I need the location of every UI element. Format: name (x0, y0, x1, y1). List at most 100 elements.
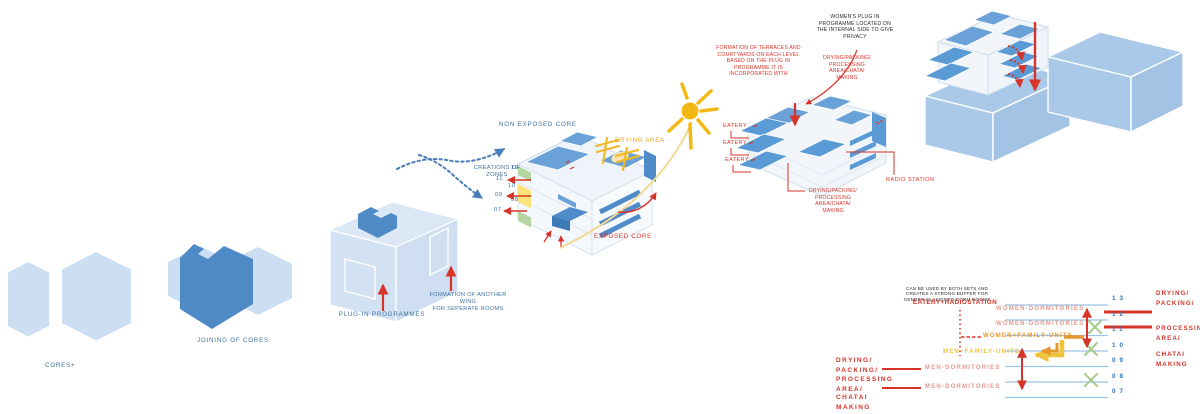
eatery-bracket-2 (730, 148, 749, 156)
eatery-bracket-3 (732, 165, 751, 173)
final-dashed-arrow-1 (1007, 45, 1026, 62)
right-note-chatai-making: CHATAI MAKING (1156, 351, 1188, 368)
floor-number-07: 07 (1112, 388, 1128, 395)
womens-note: WOMEN'S PLUG IN PROGRAMME LOCATED ON THE… (816, 14, 894, 40)
rack1-bar-1 (594, 138, 620, 148)
exposed-core-arrow (617, 192, 657, 214)
plugin-label: PLUG-IN PROGRAMMES (338, 311, 426, 318)
terraces-right-bar-3 (850, 153, 876, 170)
joined-cores (168, 244, 292, 329)
terraces-right-fin (872, 112, 886, 147)
zones-roof-plate-2 (558, 131, 600, 147)
non-exposed-core-label: NON EXPOSED CORE (499, 121, 577, 128)
zone-number-08: 08 (511, 197, 519, 203)
plugin-right-face (395, 218, 459, 323)
zones-balcony-bar-3 (598, 213, 642, 239)
section-diagram (882, 304, 1152, 399)
zone-number-12: 12 (511, 165, 519, 171)
tower-roof-plate-2 (972, 10, 1014, 26)
rack1-bar-2 (595, 144, 621, 154)
zones-title: CREATIONS OF ZONES (473, 165, 521, 179)
womens-note-curve (805, 49, 858, 105)
plugin-building (328, 201, 460, 323)
left-note-processing-area: PROCESSING AREA/ (836, 376, 894, 393)
row-men-dormitories-1: MEN-DORMITORIES (925, 365, 1001, 371)
plate-marks (748, 119, 884, 162)
left-note-drying-packing: DRYING/ PACKING/ (836, 357, 879, 374)
radio-connector (846, 151, 895, 175)
zone-number-11: 11 (496, 176, 504, 182)
sun-ray-sw (667, 117, 684, 133)
terraces-building (730, 49, 895, 197)
drying-note-bottom: DRYING/PACKING/ PROCESSING AREA/CHATAI M… (808, 188, 858, 214)
eatery-radio-label: EATERY+RADIOSTATION (912, 299, 998, 306)
floor-number-12: 12 (1112, 310, 1128, 318)
zones-building (516, 121, 693, 256)
zone-number-07: 07 (494, 207, 502, 213)
joining-label: JOINING OF CORES (197, 337, 269, 344)
terraces-right-bar-1 (850, 129, 876, 146)
drying-area-label: DRYING AREA (615, 137, 665, 144)
terraces-roof-plate-2 (810, 95, 854, 111)
courtyard-plate (796, 138, 848, 158)
eatery-plate-2 (734, 133, 788, 154)
final-dashed-arrow-3 (1007, 73, 1024, 89)
right-note-drying-packing: DRYING/ PACKING/ (1156, 290, 1195, 307)
radio-station-label: RADIO STATION (886, 177, 935, 183)
zone-stripe-yellow-2 (518, 193, 531, 209)
sun-ray-ne (696, 89, 713, 105)
zones-roof-plate-1 (524, 145, 592, 171)
sun-icon (667, 82, 719, 150)
core-cube-2 (62, 252, 131, 341)
row-women-dormitories-1: WOMEN-DORMITORIES (996, 306, 1085, 312)
zones-core-top (552, 207, 588, 221)
floor-number-09: 09 (1112, 357, 1128, 364)
tower-terrace-2 (923, 62, 973, 82)
eatery-plate-1 (738, 117, 790, 137)
right-note-processing-area: PROCESSING AREA/ (1156, 325, 1200, 342)
tower-terrace-1 (926, 46, 976, 66)
rack2-bar-1 (614, 148, 640, 158)
orange-step-arrow (1040, 343, 1059, 356)
wing-label: FORMATION OF ANOTHER WING FOR SEPERATE R… (429, 292, 507, 313)
row-men-family-units: MEN+FAMILY-UNITS (943, 349, 1021, 355)
sun-arc (559, 121, 693, 249)
rack2-bar-2 (615, 154, 641, 164)
terraces-right-bar-2 (850, 141, 876, 158)
floor-number-13: 13 (1112, 295, 1128, 302)
buffer-note: CAN BE USED BY BOTH SETS AND CREATES A S… (903, 286, 991, 302)
sun-ray-e (699, 107, 719, 113)
eatery-label-1: EATERY (723, 123, 747, 129)
zones-core-front (552, 216, 570, 231)
floor-number-11: 11 (1112, 326, 1127, 333)
tower-roof-plate-3 (998, 23, 1042, 40)
zone-stripe-green-bottom (518, 211, 531, 228)
exposed-core-label: EXPOSED CORE (594, 233, 652, 240)
drying-connector (787, 163, 805, 192)
eatery-bracket-1 (730, 131, 749, 139)
floor-number-10: 10 (1112, 341, 1128, 349)
drying-rack-icons (594, 136, 641, 172)
zone-number-10: 10 (508, 183, 516, 189)
zones-balcony-bar-1 (598, 189, 642, 215)
floor-number-08: 08 (1112, 372, 1128, 380)
row-women-dormitories-2: WOMEN-DORMITORIES (996, 321, 1085, 327)
eatery-cross-icon-1 (1088, 320, 1102, 334)
dashed-arrow-down (418, 154, 484, 199)
zone-number-arrows (503, 176, 531, 215)
zone-number-09: 09 (495, 192, 503, 198)
eatery-label-2: EATERY (723, 140, 747, 146)
sun-ray-n (680, 82, 689, 100)
core-cube-1 (8, 262, 49, 337)
zones-core-arrow-1 (543, 230, 552, 243)
cores-cubes (8, 252, 131, 341)
zone-stripe-green-top (518, 166, 531, 182)
drying-note-top: DRYING/PACKING/ PROCESSING AREA/CHATAI M… (822, 55, 872, 81)
final-massing (922, 10, 1186, 164)
final-dashed-arrow-2 (1009, 59, 1027, 75)
tower-roof-plate-1 (942, 25, 996, 47)
dashed-arrow-up (396, 148, 506, 170)
sun-disc (681, 102, 699, 120)
plugin-room-outline-left (344, 258, 376, 300)
